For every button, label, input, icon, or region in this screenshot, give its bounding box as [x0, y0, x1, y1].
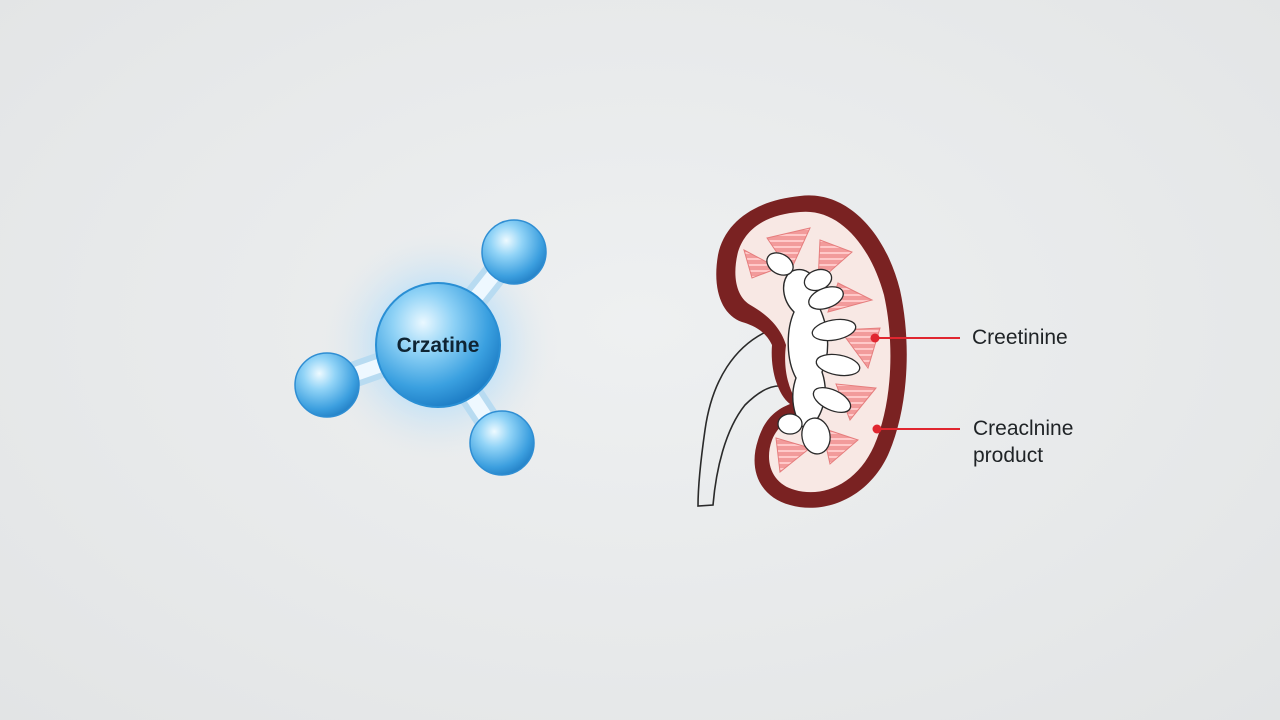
- callout-2: Creaclnine product: [872, 417, 1073, 467]
- calyx-6: [812, 386, 852, 414]
- calyx-1: [766, 252, 794, 276]
- calyx-4: [811, 318, 857, 342]
- calyx-3: [808, 286, 844, 310]
- calyx-8: [777, 413, 803, 435]
- pyramid-5: [839, 327, 881, 370]
- atom-top-right: [481, 219, 547, 285]
- creatine-molecule: Crzatine: [294, 219, 558, 476]
- atom-bottom-right: [469, 410, 535, 476]
- callout-1-label: Creetinine: [972, 326, 1068, 349]
- calyx-5: [815, 353, 861, 377]
- atom-central: [375, 282, 501, 408]
- callout-1: Creetinine: [870, 326, 1068, 349]
- pyramid-2: [743, 249, 780, 279]
- kidney-cross-section: [697, 195, 907, 508]
- calyx-7: [801, 417, 831, 455]
- callout-1-dot: [870, 333, 880, 343]
- ureter-outline: [697, 329, 783, 507]
- callout-2-label-line-2: product: [973, 444, 1043, 467]
- callout-2-dot: [872, 424, 882, 434]
- molecule-label: Crzatine: [397, 334, 480, 357]
- renal-calyces: [766, 252, 861, 455]
- callout-2-label-line-1: Creaclnine: [973, 417, 1073, 440]
- pyramid-8: [775, 437, 812, 473]
- atom-left: [294, 352, 360, 418]
